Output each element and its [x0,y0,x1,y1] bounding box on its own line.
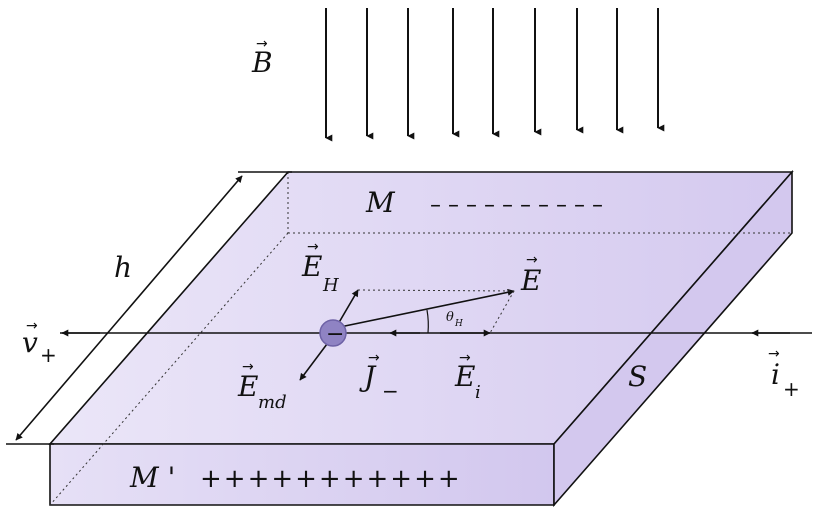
j-label: J [359,360,377,393]
i-vector-arrow: → [768,346,780,362]
m-prime-positive-charges: +++++++++++ [200,464,462,494]
e-i-label: E [454,360,475,393]
h-dimension-arrow [15,175,243,441]
e-hall-vector-arrow: → [307,239,319,255]
m-surface-label: M [365,186,396,219]
e-resultant-vector [339,288,515,328]
e-i-vector-arrow: → [459,350,471,366]
e-hall-label-subscript: H [322,275,339,296]
s-surface-label: S [628,360,647,393]
b-field-label: B [251,46,273,79]
magnetic-field-arrows [325,8,665,142]
e-i-label-subscript: i [475,382,481,403]
construction-line-right [489,290,515,334]
m-negative-charges: – – – – – – – – – – [430,193,603,218]
construction-line-top [357,289,515,292]
e-resultant-vector-arrow: → [526,252,538,268]
theta-angle-arc [426,309,429,334]
e-resultant-label: E [520,264,541,297]
i-label: i [771,358,780,391]
m-prime-surface-label: M ' [129,461,175,494]
h-label: h [114,251,132,284]
i-label-subscript: + [783,377,800,401]
b-vector-arrow: → [256,36,268,52]
theta-label-subscript: H [454,319,463,329]
slab-side-face [553,169,793,508]
j-label-subscript: − [382,379,399,403]
e-md-vector [299,339,331,381]
vector-construction-lines [357,289,515,334]
e-md-label-subscript: md [258,392,287,413]
e-md-vector-arrow: → [242,359,254,375]
v-label: v [22,326,38,359]
v-label-subscript: + [40,343,57,367]
e-hall-label: E [301,250,322,283]
e-md-label: E [237,370,258,403]
electron-sign: − [326,322,344,347]
electron [319,319,347,347]
v-vector-arrow: → [26,318,38,334]
theta-label: θ [446,310,454,325]
j-vector-arrow: → [368,350,380,366]
